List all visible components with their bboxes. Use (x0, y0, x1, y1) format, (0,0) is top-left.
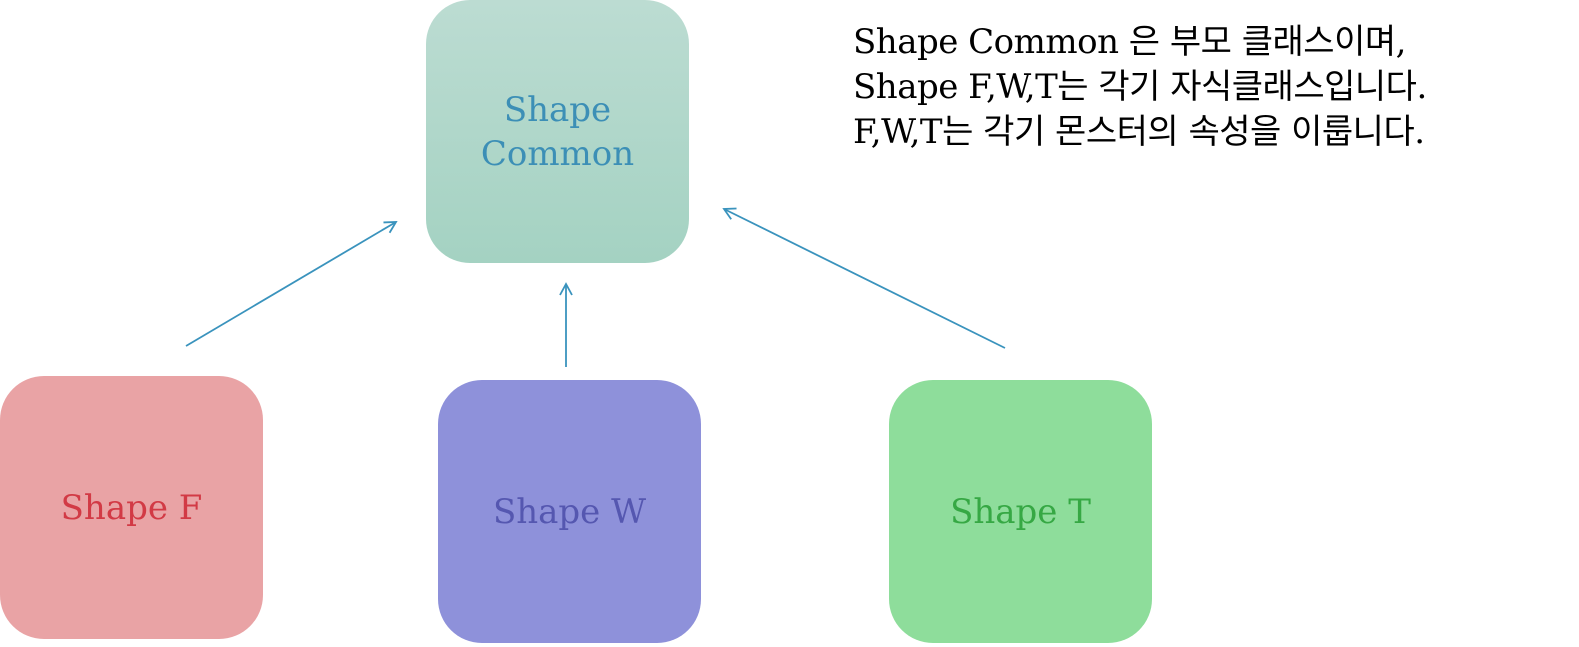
parent-class-box: Shape Common (426, 0, 689, 263)
description-text: Shape Common 은 부모 클래스이며, Shape F,W,T는 각기… (853, 20, 1427, 155)
child-class-label-t: Shape T (950, 491, 1091, 532)
child-class-label-w: Shape W (492, 491, 647, 532)
description-line-3: F,W,T는 각기 몬스터의 속성을 이룹니다. (853, 112, 1425, 152)
child-class-label-f: Shape F (60, 487, 203, 528)
arrow-f-to-common (185, 221, 398, 347)
description-line-2: Shape F,W,T는 각기 자식클래스입니다. (853, 67, 1427, 107)
child-class-box-f: Shape F (0, 376, 263, 639)
child-class-box-w: Shape W (438, 380, 701, 643)
arrow-t-to-common (722, 207, 1006, 349)
child-class-box-t: Shape T (889, 380, 1152, 643)
description-line-1: Shape Common 은 부모 클래스이며, (853, 22, 1406, 62)
parent-class-label: Shape Common (480, 89, 635, 174)
